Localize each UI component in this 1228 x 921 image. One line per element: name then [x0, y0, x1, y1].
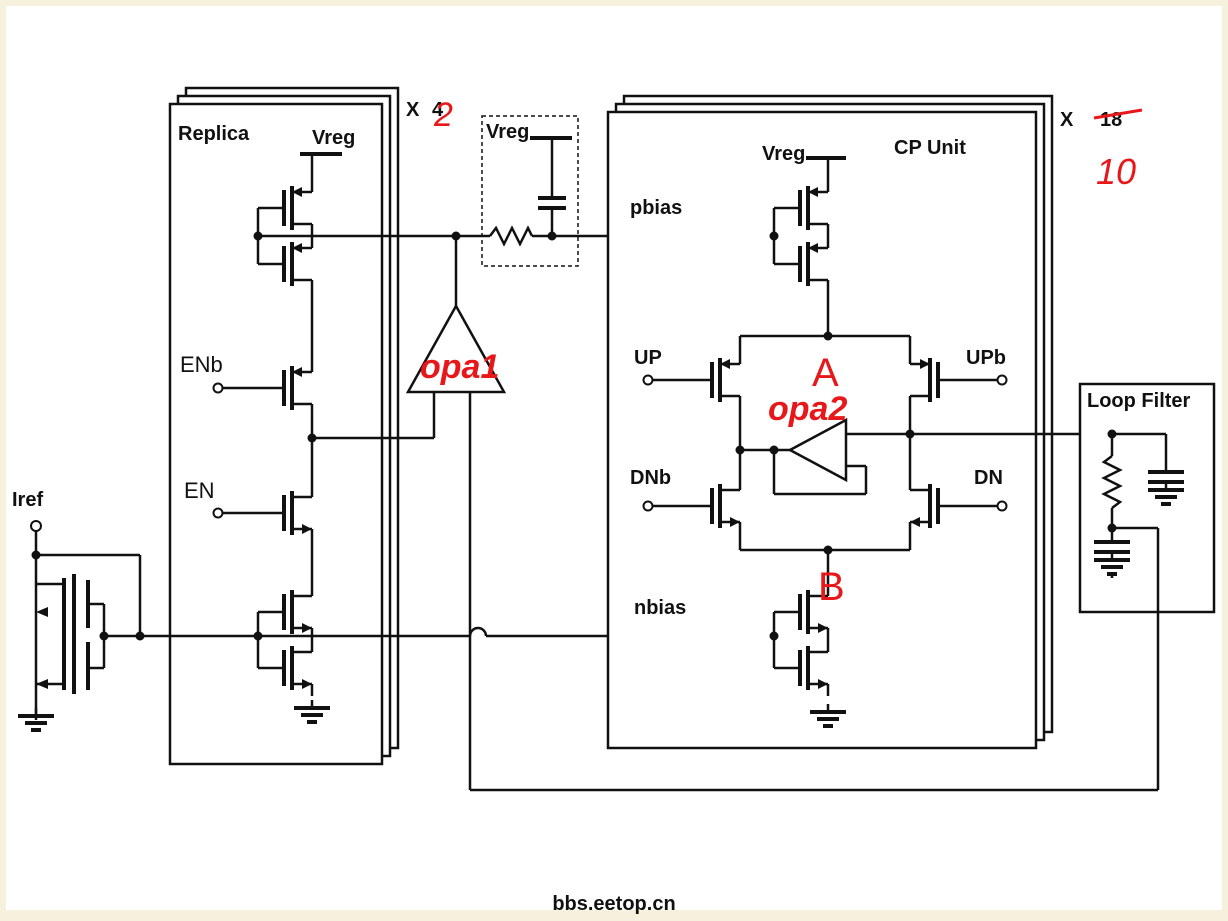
replica-multiplier-new: 2	[433, 96, 453, 134]
replica-vreg-label: Vreg	[312, 127, 355, 149]
iref-label: Iref	[12, 489, 43, 511]
filter-resistor	[489, 225, 534, 247]
replica-multiplier-old: 4	[432, 99, 444, 121]
watermark: bbs.eetop.cn	[552, 893, 675, 915]
enb-label: ENb	[180, 352, 223, 377]
loop-filter-block: Loop Filter	[1078, 382, 1216, 790]
cp-unit-block: CP Unit Vreg pbias nbias X 18 10 UP UPb	[606, 94, 1143, 750]
nbias-label: nbias	[634, 597, 686, 619]
opa1: opa1	[312, 231, 1158, 792]
pbias-rc-filter: Vreg	[481, 115, 579, 267]
replica-multiplier: X	[406, 99, 420, 121]
cp-unit-title: CP Unit	[894, 137, 966, 159]
node-b-label: B	[818, 565, 845, 609]
upb-label: UPb	[966, 347, 1006, 369]
dnb-label: DNb	[630, 467, 671, 489]
opa2-annotation: opa2	[768, 390, 847, 428]
replica-title: Replica	[178, 123, 250, 145]
loop-filter-title: Loop Filter	[1087, 390, 1191, 412]
up-label: UP	[634, 347, 662, 369]
dn-label: DN	[974, 467, 1003, 489]
cp-vreg-label: Vreg	[762, 143, 805, 165]
filter-vreg-label: Vreg	[486, 121, 529, 143]
pbias-label: pbias	[630, 197, 682, 219]
replica-block: Replica Vreg ENb EN X 4 2	[168, 86, 453, 766]
cp-multiplier-new: 10	[1096, 151, 1136, 192]
iref-mirror: Iref	[12, 489, 145, 732]
opa2: opa2	[740, 390, 1112, 496]
cp-multiplier-old: 18	[1100, 109, 1122, 131]
node-a-label: A	[812, 351, 839, 395]
en-label: EN	[184, 478, 215, 503]
filter-resistor-r1	[1101, 455, 1123, 509]
cp-multiplier: X	[1060, 109, 1074, 131]
opa1-annotation: opa1	[420, 348, 499, 386]
